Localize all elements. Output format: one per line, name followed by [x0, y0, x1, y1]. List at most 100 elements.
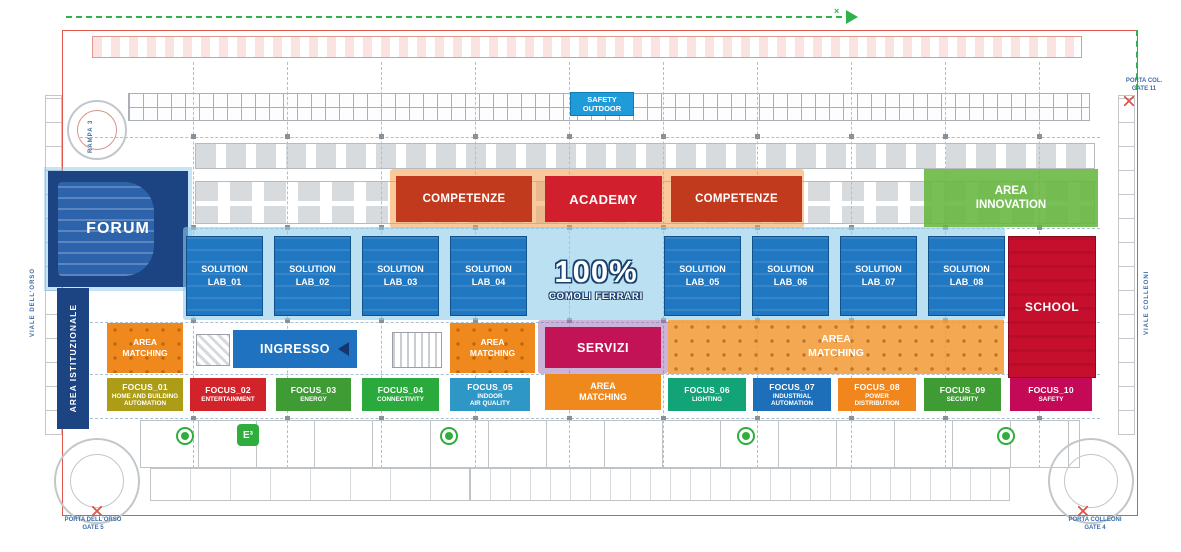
- zone-servizi: SERVIZI: [545, 327, 661, 368]
- zone-focus-09: FOCUS_09 SECURITY: [924, 378, 1001, 411]
- gate-11-label: PORTA COL. GATE 11: [1125, 78, 1163, 92]
- zone-label: SOLUTION LAB_06: [767, 263, 814, 288]
- zone-solution-lab-07: SOLUTION LAB_07: [840, 236, 917, 316]
- zone-label: AREA ISTITUZIONALE: [68, 304, 78, 413]
- table-row-upper: [195, 143, 1095, 169]
- zone-label: ACADEMY: [569, 191, 638, 207]
- zone-focus-02: FOCUS_02 ENTERTAINMENT: [190, 378, 266, 411]
- focus-title: FOCUS_09: [939, 385, 986, 396]
- route-x-mark: ×: [834, 6, 840, 16]
- zone-area-matching-right: AREA MATCHING: [668, 320, 1004, 374]
- info-desk: [196, 334, 230, 366]
- zone-label: AREA MATCHING: [808, 333, 864, 359]
- event-logo: 100% COMOLI FERRARI: [535, 240, 657, 316]
- focus-subtitle: ENTERTAINMENT: [201, 396, 255, 404]
- zone-label: COMPETENZE: [422, 193, 506, 205]
- zone-label: SCHOOL: [1024, 300, 1080, 314]
- zone-label: FORUM: [86, 220, 150, 237]
- zone-focus-08: FOCUS_08 POWER DISTRIBUTION: [838, 378, 916, 411]
- focus-title: FOCUS_07: [769, 381, 815, 392]
- zone-label: SOLUTION LAB_04: [465, 263, 512, 288]
- focus-subtitle: LIGHTING: [691, 396, 723, 404]
- zone-school: SCHOOL: [1008, 236, 1096, 378]
- zone-focus-03: FOCUS_03 ENERGY: [276, 378, 351, 411]
- gate-mark-icon: [1124, 96, 1134, 106]
- top-service-band: [92, 36, 1082, 58]
- focus-title: FOCUS_08: [854, 381, 900, 392]
- zone-label: SOLUTION LAB_05: [679, 263, 726, 288]
- logo-brand: COMOLI FERRARI: [548, 291, 644, 302]
- focus-title: FOCUS_06: [684, 385, 730, 396]
- zone-label: AREA MATCHING: [122, 337, 168, 358]
- focus-subtitle: SAFETY: [1038, 396, 1064, 404]
- zone-label: SERVIZI: [577, 340, 629, 355]
- entrance-turnstiles: [392, 332, 442, 368]
- zone-label: SOLUTION LAB_08: [943, 263, 990, 288]
- eco-icon: [997, 427, 1015, 445]
- gate-mark-icon: [1078, 506, 1088, 516]
- zone-area-innovation: AREA INNOVATION: [924, 169, 1098, 227]
- route-arrow-icon: [846, 10, 858, 24]
- rotunda-right-inner: [1064, 454, 1118, 508]
- rampa-label: RAMPA 3: [88, 119, 94, 153]
- e-badge: E³: [237, 424, 259, 446]
- zone-label: AREA MATCHING: [469, 337, 516, 358]
- zone-label: SOLUTION LAB_01: [201, 263, 248, 288]
- zone-focus-05: FOCUS_05 INDOOR AIR QUALITY: [450, 378, 530, 411]
- rotunda-left: [54, 438, 140, 524]
- focus-title: FOCUS_05: [467, 381, 513, 392]
- focus-title: FOCUS_04: [377, 385, 424, 396]
- zone-academy: ACADEMY: [545, 176, 662, 222]
- zone-solution-lab-01: SOLUTION LAB_01: [186, 236, 263, 316]
- bottom-rooms-row: [140, 420, 1080, 468]
- focus-title: FOCUS_03: [290, 385, 337, 396]
- zone-focus-06: FOCUS_06 LIGHTING: [668, 378, 746, 411]
- zone-label: COMPETENZE: [695, 193, 778, 205]
- zone-solution-lab-06: SOLUTION LAB_06: [752, 236, 829, 316]
- focus-subtitle: INDUSTRIAL AUTOMATION: [770, 392, 814, 407]
- zone-focus-04: FOCUS_04 CONNECTIVITY: [362, 378, 439, 411]
- zone-focus-01: FOCUS_01 HOME AND BUILDING AUTOMATION: [107, 378, 183, 411]
- focus-subtitle: HOME AND BUILDING AUTOMATION: [111, 392, 179, 407]
- eco-icon: [737, 427, 755, 445]
- eco-icon: [440, 427, 458, 445]
- zone-solution-lab-04: SOLUTION LAB_04: [450, 236, 527, 316]
- zone-area-matching-mid: AREA MATCHING: [450, 323, 535, 373]
- focus-title: FOCUS_10: [1028, 385, 1074, 396]
- focus-subtitle: INDOOR AIR QUALITY: [469, 392, 511, 407]
- zone-label: AREA MATCHING: [579, 380, 627, 402]
- zone-label: SOLUTION LAB_03: [377, 263, 424, 288]
- entrance-arrow-icon: [338, 342, 349, 356]
- zone-label: SOLUTION LAB_07: [855, 263, 902, 288]
- zone-label: SOLUTION LAB_02: [289, 263, 336, 288]
- street-left-label: VIALE DELL'ORSO: [30, 267, 36, 338]
- eco-icon: [176, 427, 194, 445]
- zone-focus-10: FOCUS_10 SAFETY: [1010, 378, 1092, 411]
- focus-subtitle: POWER DISTRIBUTION: [854, 392, 900, 407]
- zone-ingresso: INGRESSO: [233, 330, 357, 368]
- zone-focus-07: FOCUS_07 INDUSTRIAL AUTOMATION: [753, 378, 831, 411]
- focus-title: FOCUS_01: [122, 381, 168, 392]
- zone-label: INGRESSO: [260, 342, 330, 356]
- zone-area-matching-left: AREA MATCHING: [107, 323, 183, 373]
- zone-label: SAFETY OUTDOOR: [582, 94, 622, 113]
- emergency-route-line-vertical: [1136, 30, 1138, 90]
- focus-subtitle: ENERGY: [300, 396, 327, 404]
- gate-5-label: PORTA DELL'ORSO GATE 5: [64, 517, 122, 531]
- zone-area-matching-bottom: AREA MATCHING: [545, 374, 661, 410]
- zone-solution-lab-02: SOLUTION LAB_02: [274, 236, 351, 316]
- logo-percent: 100%: [554, 254, 638, 289]
- street-right-label: VIALE COLLEONI: [1144, 270, 1150, 335]
- gate-mark-icon: [92, 506, 102, 516]
- ramp-circle: [67, 100, 127, 160]
- rotunda-right: [1048, 438, 1134, 524]
- focus-subtitle: CONNECTIVITY: [377, 396, 424, 404]
- column-dots: [191, 134, 1046, 139]
- zone-area-istituzionale: AREA ISTITUZIONALE: [57, 288, 89, 429]
- right-service-corridor: [1118, 95, 1135, 435]
- emergency-route-line: [66, 16, 842, 18]
- bottom-wing-center: [470, 468, 1010, 501]
- column-dots: [191, 416, 1046, 421]
- rotunda-left-inner: [70, 454, 124, 508]
- forum-seating: [58, 182, 154, 276]
